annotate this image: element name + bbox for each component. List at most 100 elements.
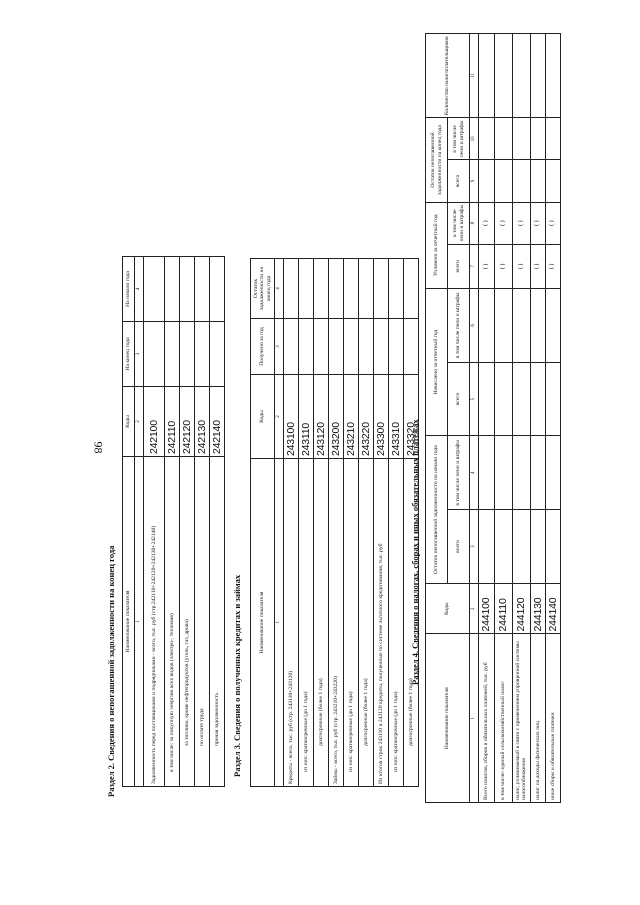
value-cell[interactable]	[530, 509, 546, 584]
s4-colnum: 3	[469, 509, 479, 584]
value-cell[interactable]	[494, 117, 513, 160]
row-code: 243100	[283, 374, 299, 459]
value-cell[interactable]	[494, 33, 513, 118]
value-cell[interactable]	[512, 159, 531, 203]
value-cell[interactable]	[194, 321, 210, 387]
paren-cell[interactable]: ( )	[530, 244, 546, 289]
table-row: долгосрочные (более 1 года) 243120	[313, 258, 329, 787]
s2-colnum: 4	[134, 256, 144, 322]
value-cell[interactable]	[164, 256, 180, 322]
value-cell[interactable]	[512, 117, 531, 160]
s3-colnum: 2	[274, 374, 284, 459]
paren-cell[interactable]: ( )	[530, 202, 546, 245]
value-cell[interactable]	[545, 435, 561, 510]
value-cell[interactable]	[512, 33, 531, 118]
value-cell[interactable]	[512, 288, 531, 363]
paren-cell[interactable]: ( )	[478, 244, 495, 289]
value-cell[interactable]	[328, 258, 344, 319]
value-cell[interactable]	[283, 318, 299, 375]
value-cell[interactable]	[478, 435, 495, 510]
value-cell[interactable]	[343, 258, 359, 319]
paren-cell[interactable]: ( )	[512, 202, 531, 245]
value-cell[interactable]	[494, 288, 513, 363]
value-cell[interactable]	[194, 256, 210, 322]
section4-title: Раздел 4. Сведения о налогах, сборах и и…	[410, 419, 420, 685]
value-cell[interactable]	[545, 159, 561, 203]
value-cell[interactable]	[530, 33, 546, 118]
value-cell[interactable]	[403, 258, 419, 319]
s3-header-name: Наименование показателя	[250, 458, 275, 787]
value-cell[interactable]	[494, 159, 513, 203]
value-cell[interactable]	[478, 159, 495, 203]
value-cell[interactable]	[143, 256, 165, 322]
row-name: в том числе: единый сельскохозяйственный…	[494, 633, 513, 803]
value-cell[interactable]	[388, 258, 404, 319]
value-cell[interactable]	[478, 509, 495, 584]
value-cell[interactable]	[494, 435, 513, 510]
value-cell[interactable]	[530, 435, 546, 510]
value-cell[interactable]	[209, 256, 225, 322]
value-cell[interactable]	[358, 258, 374, 319]
value-cell[interactable]	[512, 362, 531, 436]
paren-cell[interactable]: ( )	[545, 244, 561, 289]
value-cell[interactable]	[373, 318, 389, 375]
value-cell[interactable]	[328, 318, 344, 375]
value-cell[interactable]	[298, 318, 314, 375]
table-row: Займы - всего, тыс. руб (стр. 243210+243…	[328, 258, 344, 787]
s4-header-start-balance: Остаток непогашенной задолженности на на…	[425, 435, 448, 584]
table-row: Кредиты - всего, тыс. руб (стр. 243110+2…	[283, 258, 299, 787]
value-cell[interactable]	[179, 321, 195, 387]
value-cell[interactable]	[545, 117, 561, 160]
value-cell[interactable]	[545, 509, 561, 584]
value-cell[interactable]	[209, 321, 225, 387]
s4-sub-incl: в том числе пени и штрафы	[447, 288, 470, 363]
value-cell[interactable]	[143, 321, 165, 387]
value-cell[interactable]	[494, 362, 513, 436]
section3-title: Раздел 3. Сведения о полученных кредитах…	[232, 574, 242, 777]
value-cell[interactable]	[478, 117, 495, 160]
paren-cell[interactable]: ( )	[545, 202, 561, 245]
paren-cell[interactable]: ( )	[494, 244, 513, 289]
row-name: Задолженность перед поставщиками и подря…	[143, 456, 165, 787]
value-cell[interactable]	[545, 288, 561, 363]
value-cell[interactable]	[478, 362, 495, 436]
value-cell[interactable]	[545, 33, 561, 118]
value-cell[interactable]	[164, 321, 180, 387]
rotated-page-content: Раздел 2. Сведения о непогашенной задолж…	[100, 25, 580, 805]
value-cell[interactable]	[530, 117, 546, 160]
value-cell[interactable]	[512, 435, 531, 510]
value-cell[interactable]	[478, 33, 495, 118]
value-cell[interactable]	[494, 509, 513, 584]
paren-cell[interactable]: ( )	[512, 244, 531, 289]
paren-cell[interactable]: ( )	[494, 202, 513, 245]
row-code: 244100	[478, 583, 495, 634]
value-cell[interactable]	[512, 509, 531, 584]
paren-cell[interactable]: ( )	[478, 202, 495, 245]
row-code: 243120	[313, 374, 329, 459]
s4-sub-incl: в том числе пени и штрафы	[447, 117, 470, 160]
s4-sub-total: всего	[447, 244, 470, 289]
value-cell[interactable]	[530, 288, 546, 363]
row-name: из них: краткосрочные (до 1 года)	[298, 458, 314, 787]
value-cell[interactable]	[478, 288, 495, 363]
value-cell[interactable]	[530, 159, 546, 203]
row-name: за топливо, кроме нефтепродуктов (уголь,…	[179, 456, 195, 787]
value-cell[interactable]	[298, 258, 314, 319]
value-cell[interactable]	[373, 258, 389, 319]
table-row: иные сборы и обязательные платежи 244140…	[545, 33, 561, 803]
s4-colnum: 7	[469, 244, 479, 289]
value-cell[interactable]	[530, 362, 546, 436]
value-cell[interactable]	[179, 256, 195, 322]
value-cell[interactable]	[283, 258, 299, 319]
value-cell[interactable]	[313, 318, 329, 375]
value-cell[interactable]	[388, 318, 404, 375]
value-cell[interactable]	[545, 362, 561, 436]
value-cell[interactable]	[358, 318, 374, 375]
value-cell[interactable]	[403, 318, 419, 375]
row-name: Всего налогов, сборов и обязательных пла…	[478, 633, 495, 803]
value-cell[interactable]	[313, 258, 329, 319]
row-code: 242140	[209, 386, 225, 457]
value-cell[interactable]	[343, 318, 359, 375]
row-code: 243200	[328, 374, 344, 459]
row-name: Из итогов строк 243110 и 243120 кредиты,…	[373, 458, 389, 787]
